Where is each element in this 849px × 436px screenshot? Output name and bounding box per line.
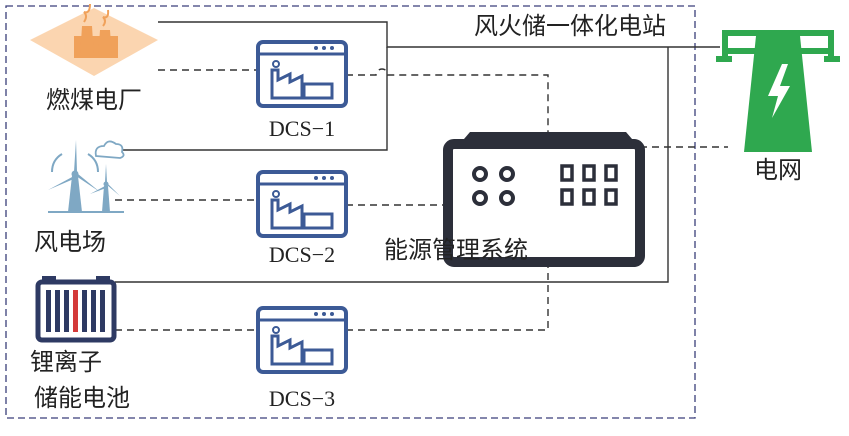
battery-label-line2: 储能电池	[34, 384, 130, 412]
battery-label-line1: 锂离子	[30, 348, 102, 376]
coal-plant-icon	[30, 3, 158, 76]
power-line-battery-grid	[115, 47, 669, 283]
wind-farm-label: 风电场	[34, 228, 106, 256]
connection-lines	[100, 21, 728, 331]
coal-plant-label: 燃煤电厂	[46, 86, 142, 114]
dcs3-label: DCS−3	[269, 386, 335, 411]
power-line-coal-grid	[158, 21, 720, 48]
station-title: 风火储一体化电站	[474, 12, 666, 40]
battery-icon	[35, 276, 117, 343]
grid-tower-icon	[716, 30, 840, 152]
station-boundary	[5, 5, 696, 419]
dcs2-label: DCS−2	[269, 242, 335, 267]
dcs1-icon	[256, 40, 348, 108]
ems-label: 能源管理系统	[384, 236, 528, 264]
control-line-dcs3-ems	[346, 262, 549, 331]
ems-icon	[443, 132, 645, 267]
power-line-wind-grid	[100, 47, 388, 151]
dcs2-icon	[256, 170, 348, 238]
dcs3-icon	[256, 306, 348, 374]
control-line-dcs1-ems	[346, 68, 549, 146]
grid-label: 电网	[754, 156, 802, 184]
dcs1-label: DCS−1	[269, 116, 335, 141]
wind-farm-icon	[48, 140, 125, 213]
